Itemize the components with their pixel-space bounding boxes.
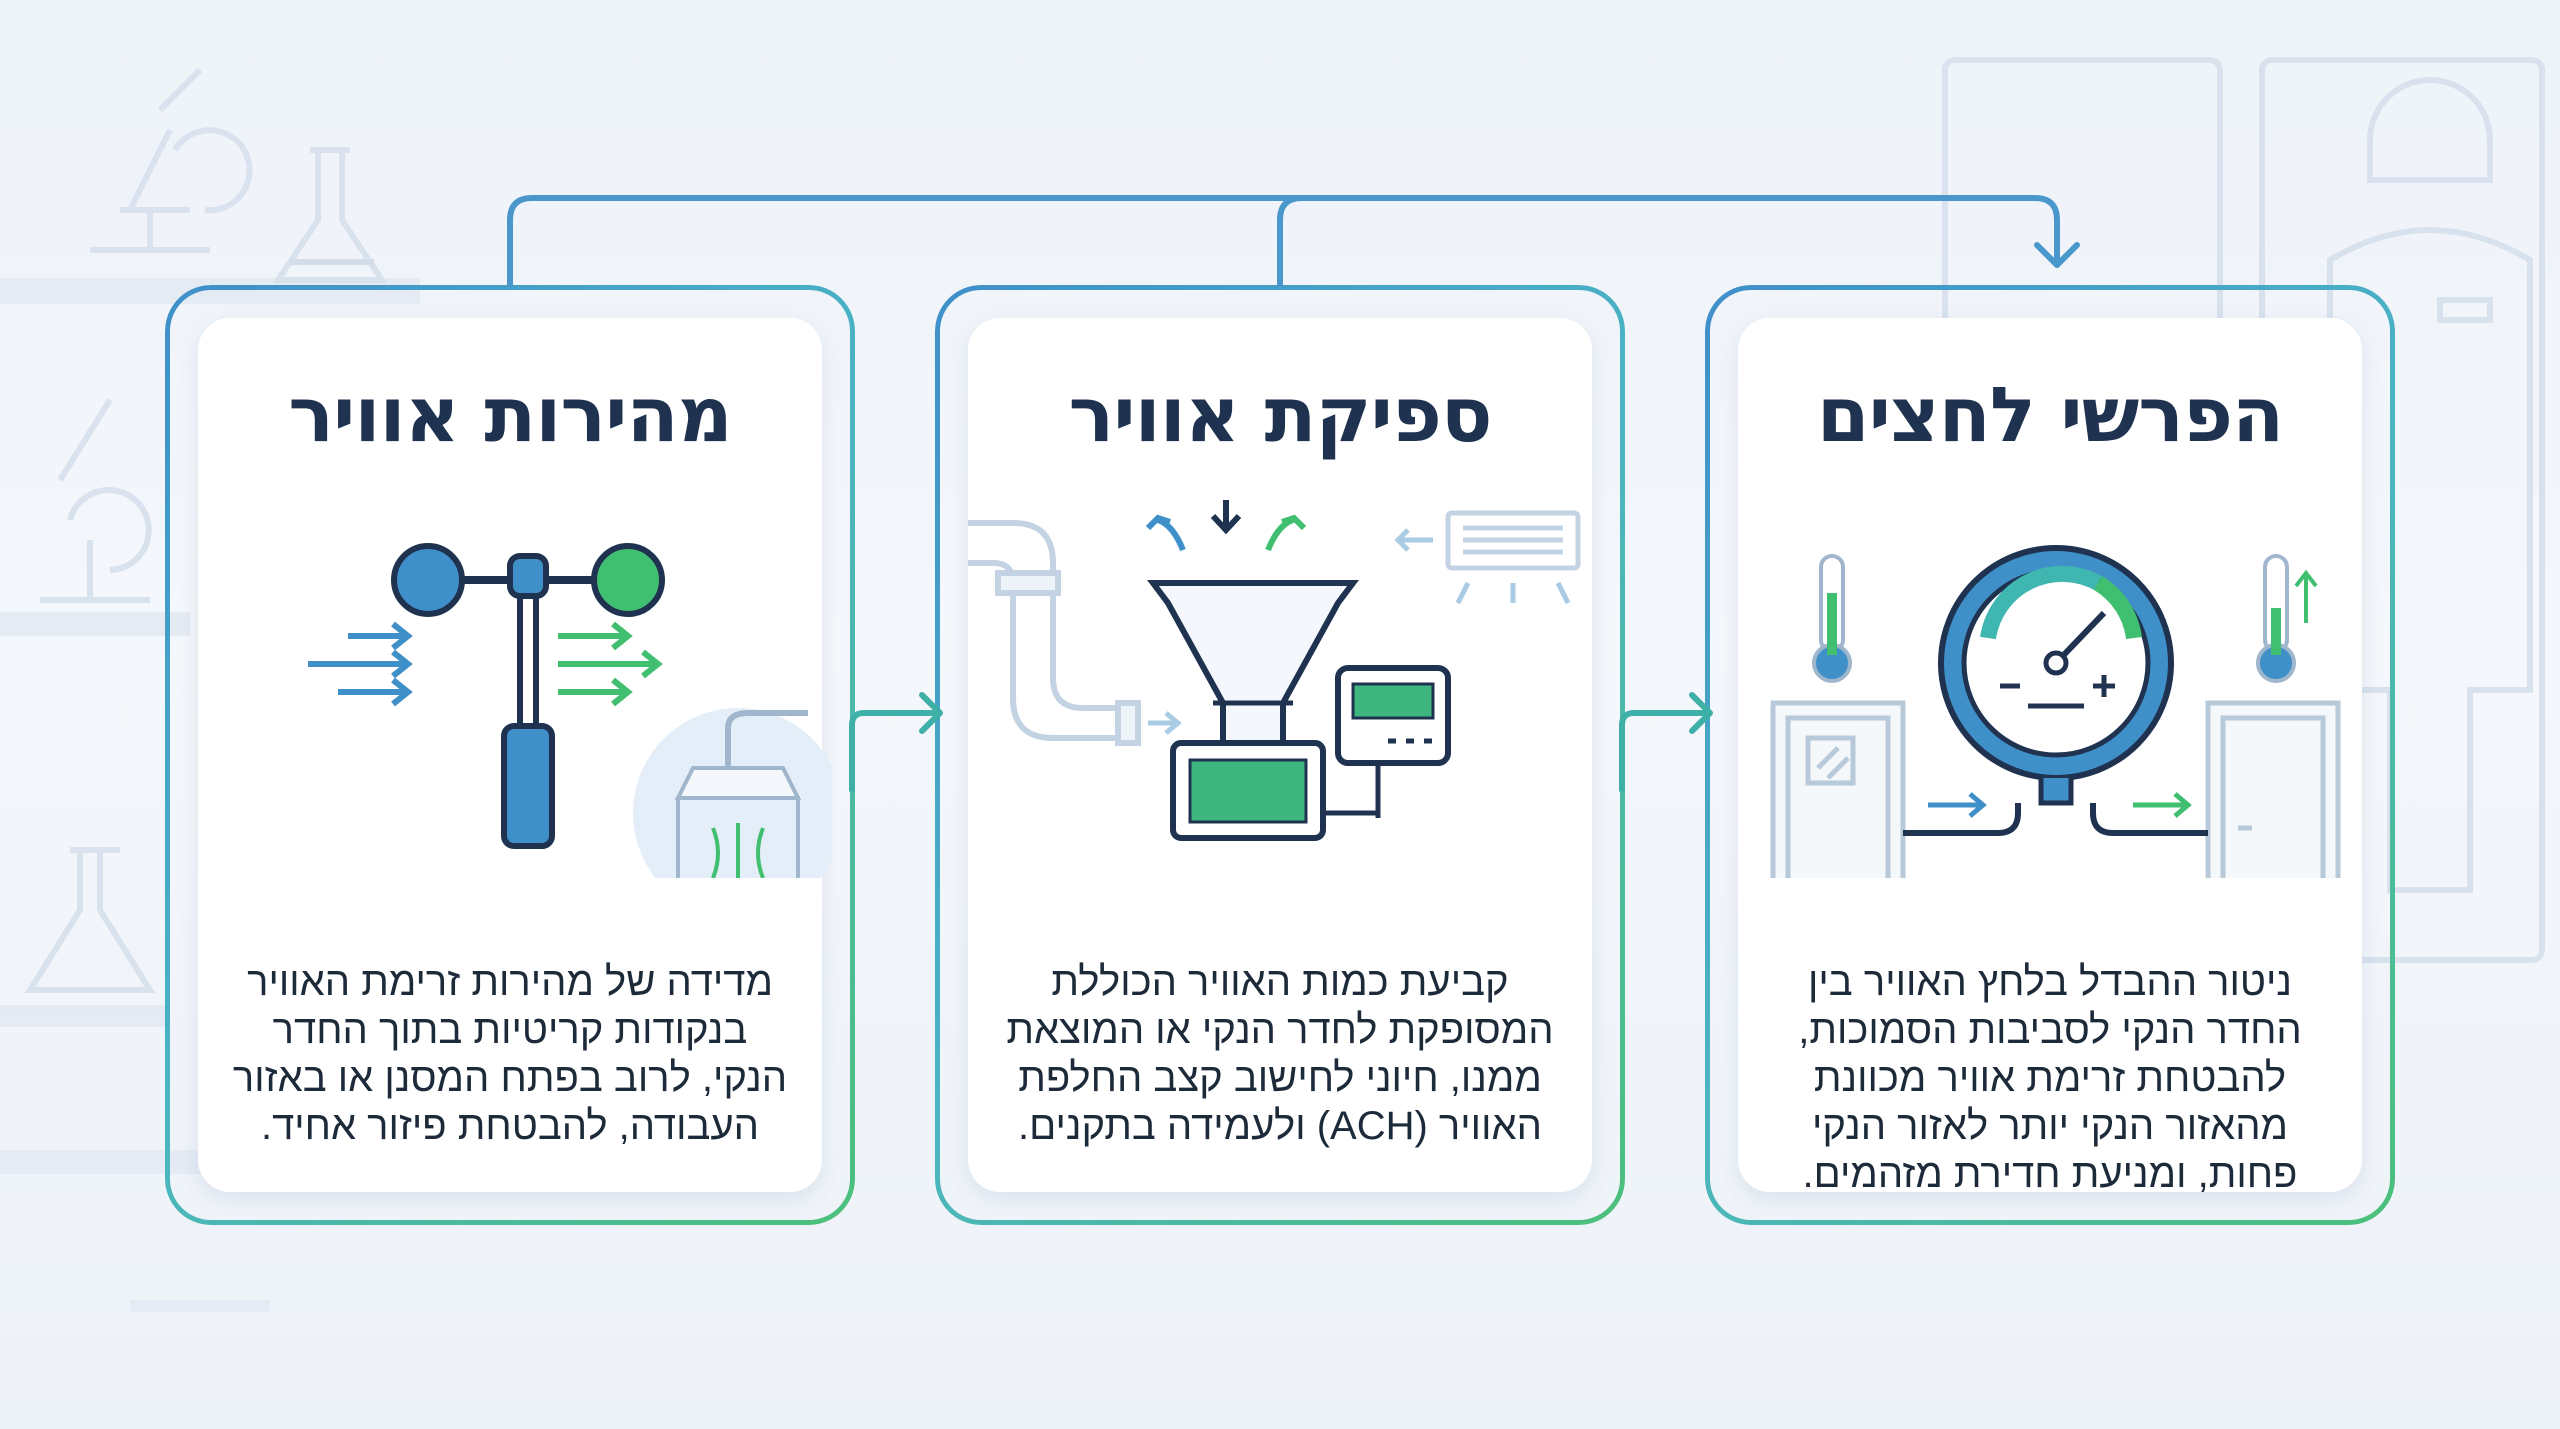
thermometer-icon xyxy=(1812,554,2318,683)
airflow-arrows-icon xyxy=(308,621,413,707)
duct-icon xyxy=(968,520,1141,746)
card-air-velocity: מהירות אוויר xyxy=(165,285,855,1225)
card-description: קביעת כמות האוויר הכוללת המסופקת לחדר הנ… xyxy=(1006,960,1554,1148)
card-description: ניטור ההבדל בלחץ האוויר בין החדר הנקי לס… xyxy=(1798,960,2302,1196)
card-title: מהירות אוויר xyxy=(288,370,732,459)
card-air-flow-rate: ספיקת אוויר xyxy=(935,285,1625,1225)
pressure-gauge-icon xyxy=(1770,545,2341,878)
meter-icon xyxy=(1323,665,1451,818)
door-icon xyxy=(1770,700,2341,878)
flow-hood-icon xyxy=(968,500,1581,841)
card-title: ספיקת אוויר xyxy=(1068,370,1493,459)
card-pressure-differentials: הפרשי לחצים xyxy=(1705,285,2395,1225)
anemometer-icon xyxy=(308,543,832,878)
card-title: הפרשי לחצים xyxy=(1816,370,2285,459)
fume-hood-icon xyxy=(633,708,832,878)
card-description: מדידה של מהירות זרימת האוויר בנקודות קרי… xyxy=(232,960,788,1148)
